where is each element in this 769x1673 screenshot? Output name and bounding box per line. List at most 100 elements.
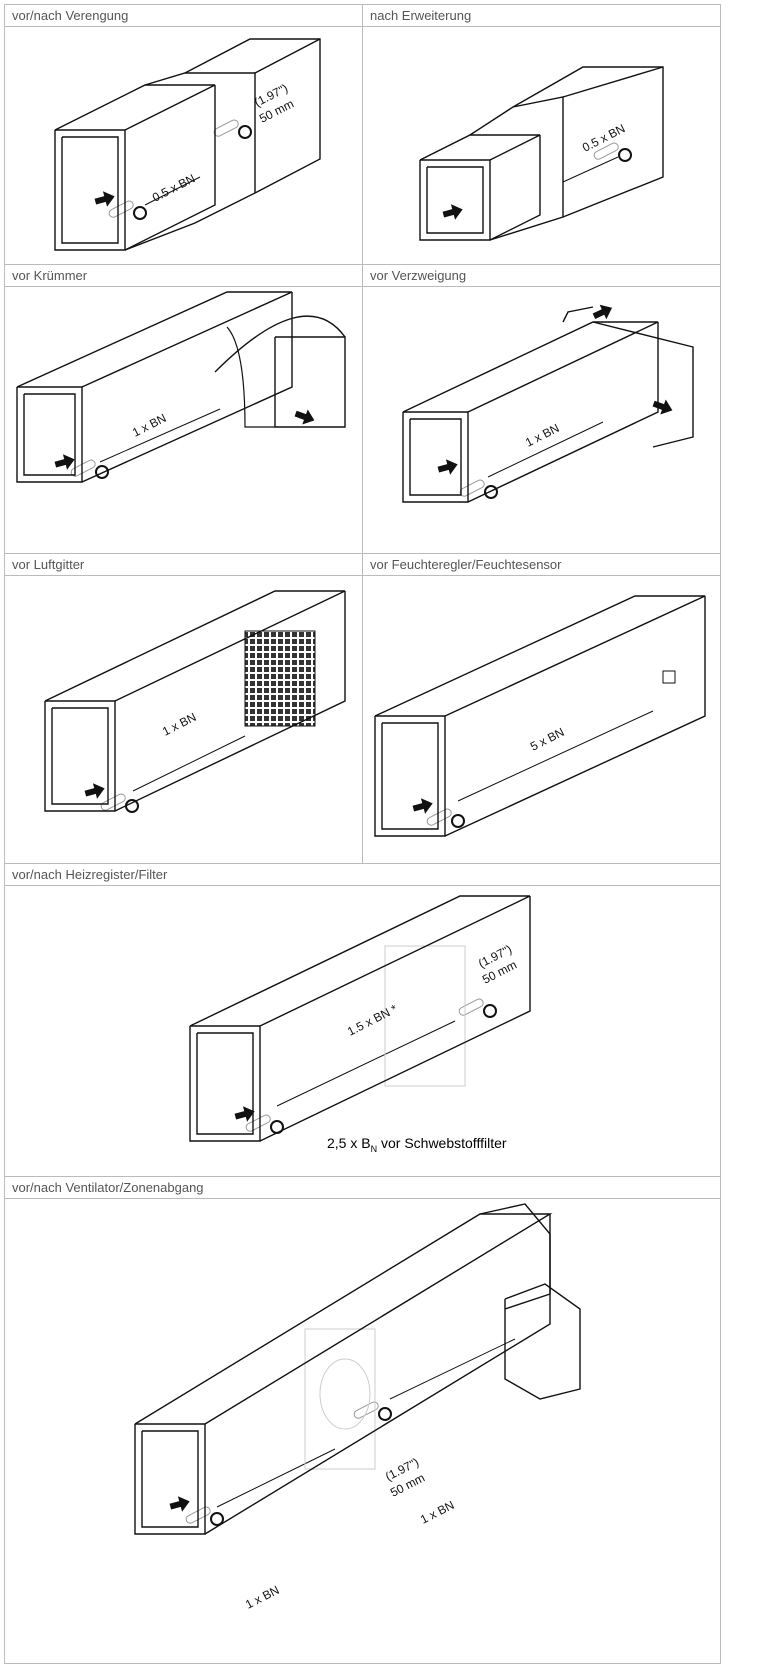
cell-title: vor Feuchteregler/Feuchtesensor bbox=[362, 553, 721, 576]
probe-rod bbox=[353, 1401, 379, 1419]
duct-front bbox=[419, 159, 491, 241]
bend-curve bbox=[226, 326, 275, 428]
probe-icon bbox=[238, 125, 252, 139]
dimension-line bbox=[389, 1338, 516, 1400]
duct-side bbox=[444, 596, 706, 837]
branch-top bbox=[562, 306, 594, 323]
filter-caption: 2,5 x BN vor Schwebstofffilter bbox=[327, 1135, 507, 1154]
bend-top bbox=[214, 315, 346, 373]
duct-top bbox=[134, 1213, 553, 1425]
duct-front bbox=[189, 1025, 261, 1142]
cell-title: vor Krümmer bbox=[4, 264, 363, 287]
duct-opening bbox=[381, 722, 439, 830]
dimension-line bbox=[216, 1448, 336, 1508]
airflow-arrow-icon bbox=[437, 459, 458, 475]
probe-icon bbox=[210, 1512, 224, 1526]
probe-rod bbox=[459, 479, 485, 497]
dimension-line bbox=[276, 1020, 456, 1107]
dimension-line bbox=[144, 176, 201, 206]
duct-top bbox=[419, 134, 541, 161]
diagram-constriction: 0.5 x BN (1.97") 50 mm bbox=[54, 38, 321, 251]
probe-icon bbox=[451, 814, 465, 828]
cell-title: nach Erweiterung bbox=[362, 4, 721, 27]
airflow-arrow-icon bbox=[652, 399, 673, 415]
dimension-line bbox=[99, 408, 221, 463]
duct-opening bbox=[409, 418, 462, 496]
dim-label: 1 x BN bbox=[523, 421, 561, 450]
probe-icon bbox=[483, 1004, 497, 1018]
transition bbox=[124, 72, 256, 251]
duct-front bbox=[16, 386, 83, 483]
duct-top bbox=[402, 321, 659, 413]
duct-front bbox=[134, 1423, 206, 1535]
airflow-arrow-icon bbox=[54, 454, 75, 470]
probe-rod bbox=[108, 200, 134, 218]
diagram-fan-zone: 1 x BN 1 x BN (1.97") 50 mm bbox=[134, 1203, 581, 1612]
duct-side bbox=[81, 292, 293, 483]
cell-title: vor Verzweigung bbox=[362, 264, 721, 287]
diagram-grille: 1 x BN bbox=[44, 590, 346, 813]
cell-title: vor/nach Heizregister/Filter bbox=[4, 863, 721, 886]
dim-label: 1 x BN bbox=[160, 710, 198, 739]
duct-opening bbox=[61, 136, 119, 244]
humidity-sensor-icon bbox=[662, 670, 676, 684]
duct-side bbox=[114, 591, 346, 812]
branch-side-duct bbox=[504, 1283, 581, 1400]
probe-icon bbox=[484, 485, 498, 499]
wide-section bbox=[512, 66, 664, 218]
duct-top bbox=[16, 291, 293, 388]
dim-label: 0.5 x BN bbox=[150, 171, 197, 204]
dimension-line bbox=[457, 710, 654, 802]
dim-label: 5 x BN bbox=[528, 725, 566, 754]
airflow-arrow-icon bbox=[412, 798, 433, 814]
probe-icon bbox=[618, 148, 632, 162]
airflow-arrow-icon bbox=[234, 1106, 255, 1122]
probe-icon bbox=[378, 1407, 392, 1421]
airflow-arrow-icon bbox=[442, 204, 463, 220]
edge bbox=[562, 66, 664, 98]
dimension-line bbox=[562, 156, 619, 183]
duct-side bbox=[204, 1214, 551, 1535]
airflow-arrow-icon bbox=[94, 191, 115, 207]
airflow-arrow-icon bbox=[592, 304, 613, 320]
diagram-branch: 1 x BN bbox=[402, 304, 694, 503]
duct-opening bbox=[141, 1430, 199, 1528]
cell-title: vor/nach Verengung bbox=[4, 4, 363, 27]
dimension-line bbox=[487, 421, 604, 478]
duct-side bbox=[259, 896, 531, 1142]
duct-top bbox=[189, 895, 531, 1027]
filter-element bbox=[384, 945, 466, 1087]
grille bbox=[244, 630, 316, 727]
duct-front bbox=[374, 715, 446, 837]
duct-front bbox=[54, 129, 126, 251]
cell-title: vor Luftgitter bbox=[4, 553, 363, 576]
dim-label: 1 x BN bbox=[418, 1498, 456, 1527]
diagram-expansion: 0.5 x BN bbox=[419, 66, 664, 241]
probe-icon bbox=[95, 465, 109, 479]
duct-opening bbox=[51, 707, 109, 805]
cell-title: vor/nach Ventilator/Zonenabgang bbox=[4, 1176, 721, 1199]
duct-side bbox=[489, 135, 541, 241]
dim-label: 1 x BN bbox=[243, 1583, 281, 1612]
fan-frame bbox=[304, 1328, 376, 1470]
duct-top bbox=[54, 84, 216, 131]
duct-front bbox=[44, 700, 116, 812]
probe-rod bbox=[593, 142, 619, 160]
duct-front bbox=[402, 411, 469, 503]
dimension-line bbox=[132, 735, 246, 792]
transition bbox=[469, 96, 564, 241]
probe-rod bbox=[213, 119, 239, 137]
wide-section bbox=[184, 38, 321, 194]
duct-top bbox=[44, 590, 346, 702]
edge bbox=[254, 38, 321, 74]
airflow-arrow-icon bbox=[84, 783, 105, 799]
diagram-heater-filter: 1.5 x BN * (1.97") 50 mm 2,5 x BN vor Sc… bbox=[189, 895, 531, 1154]
airflow-arrow-icon bbox=[294, 409, 315, 425]
diagram-bend: 1 x BN bbox=[16, 291, 346, 483]
dim-label: 1.5 x BN * bbox=[345, 1002, 400, 1039]
duct-side bbox=[124, 85, 216, 251]
probe-rod bbox=[100, 793, 126, 811]
outlet bbox=[274, 336, 346, 428]
probe-icon bbox=[133, 206, 147, 220]
